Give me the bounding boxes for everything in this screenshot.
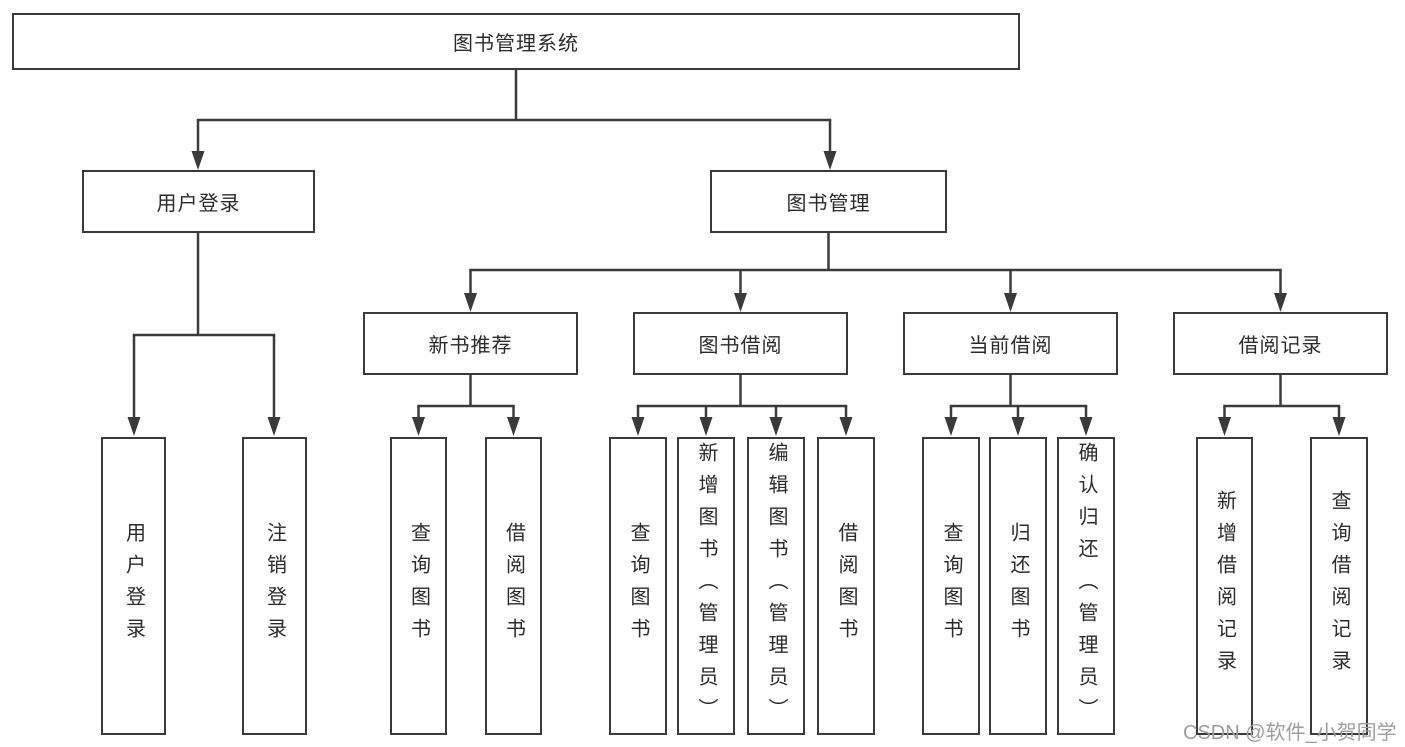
leaf-recommend-query-books-label: 查询图书 <box>407 522 430 650</box>
leaf-recommend-borrow-books: 借阅图书 <box>485 437 542 735</box>
node-book-borrowing: 图书借阅 <box>633 312 848 375</box>
leaf-user-login-label: 用户登录 <box>122 522 145 650</box>
leaf-return-books-label: 归还图书 <box>1007 522 1029 650</box>
leaf-edit-book-admin: 编辑图书（管理员） <box>747 437 805 735</box>
leaf-current-query-books: 查询图书 <box>922 437 980 735</box>
leaf-add-borrow-record-label: 新增借阅记录 <box>1213 490 1236 682</box>
node-user-login-label: 用户登录 <box>156 193 241 215</box>
leaf-confirm-return-admin-label: 确认归还（管理员） <box>1075 442 1097 730</box>
node-book-management-label: 图书管理 <box>786 193 871 215</box>
node-root: 图书管理系统 <box>12 13 1020 70</box>
leaf-logout: 注销登录 <box>242 437 307 735</box>
node-root-label: 图书管理系统 <box>453 33 579 55</box>
node-book-management: 图书管理 <box>710 170 947 233</box>
leaf-recommend-query-books: 查询图书 <box>390 437 447 735</box>
leaf-query-borrow-record: 查询借阅记录 <box>1310 437 1368 735</box>
leaf-recommend-borrow-books-label: 借阅图书 <box>502 522 525 650</box>
leaf-confirm-return-admin: 确认归还（管理员） <box>1057 437 1115 735</box>
node-book-borrowing-label: 图书借阅 <box>698 335 783 357</box>
leaf-edit-book-admin-label: 编辑图书（管理员） <box>765 442 787 730</box>
leaf-user-login: 用户登录 <box>101 437 166 735</box>
node-current-borrowing: 当前借阅 <box>903 312 1118 375</box>
leaf-borrowing-borrow-books-label: 借阅图书 <box>835 522 857 650</box>
leaf-borrowing-query-books-label: 查询图书 <box>627 522 649 650</box>
node-borrowing-records: 借阅记录 <box>1173 312 1388 375</box>
node-new-book-recommend-label: 新书推荐 <box>428 335 513 357</box>
node-borrowing-records-label: 借阅记录 <box>1238 335 1323 357</box>
leaf-add-borrow-record: 新增借阅记录 <box>1196 437 1253 735</box>
leaf-logout-label: 注销登录 <box>263 522 286 650</box>
leaf-borrowing-query-books: 查询图书 <box>609 437 667 735</box>
node-user-login: 用户登录 <box>82 170 315 233</box>
leaf-return-books: 归还图书 <box>989 437 1047 735</box>
leaf-query-borrow-record-label: 查询借阅记录 <box>1328 490 1350 682</box>
node-new-book-recommend: 新书推荐 <box>363 312 578 375</box>
leaf-add-book-admin: 新增图书（管理员） <box>677 437 735 735</box>
leaf-add-book-admin-label: 新增图书（管理员） <box>695 442 717 730</box>
node-current-borrowing-label: 当前借阅 <box>968 335 1053 357</box>
leaf-current-query-books-label: 查询图书 <box>940 522 962 650</box>
csdn-watermark: CSDN @软件_小贺同学 <box>1183 722 1397 744</box>
leaf-borrowing-borrow-books: 借阅图书 <box>817 437 875 735</box>
